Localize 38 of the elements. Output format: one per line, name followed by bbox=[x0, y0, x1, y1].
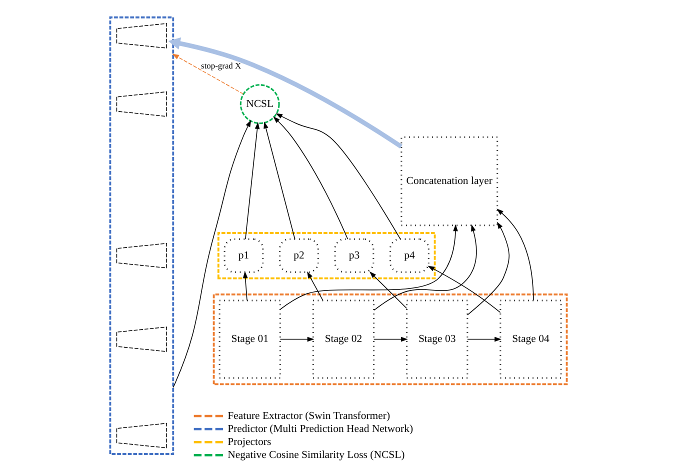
arrow bbox=[242, 271, 248, 301]
node-box: Stage 03 bbox=[406, 300, 468, 379]
node-box: Stage 04 bbox=[499, 300, 562, 379]
arrow bbox=[172, 54, 244, 94]
legend-label: Feature Extractor (Swin Transformer) bbox=[227, 410, 390, 422]
node-box: Stage 01 bbox=[218, 300, 280, 379]
arrow bbox=[306, 271, 323, 301]
arrow bbox=[172, 120, 251, 388]
edge-label: stop-grad X bbox=[200, 60, 241, 71]
arrow bbox=[466, 336, 501, 342]
arrow bbox=[279, 336, 314, 342]
node-box: Stage 02 bbox=[312, 300, 374, 379]
node-box: p1 bbox=[223, 238, 264, 273]
arrow bbox=[168, 37, 402, 149]
arrow bbox=[427, 266, 500, 313]
node-box: p3 bbox=[334, 238, 374, 273]
node-box: Concatenation layer bbox=[400, 136, 498, 226]
arrow bbox=[373, 224, 476, 311]
node-box: p2 bbox=[278, 238, 318, 273]
legend-label: Predictor (Multi Prediction Head Network) bbox=[227, 422, 413, 435]
cluster bbox=[108, 16, 174, 455]
arrow bbox=[279, 224, 458, 310]
node-trapezium bbox=[116, 326, 166, 352]
arrow bbox=[368, 271, 407, 309]
arrow bbox=[272, 116, 348, 240]
arrow bbox=[263, 122, 295, 240]
node-trapezium bbox=[116, 23, 166, 48]
node-trapezium bbox=[116, 91, 166, 117]
arrow bbox=[244, 122, 260, 240]
node-box: p4 bbox=[389, 238, 429, 273]
legend-label: Negative Cosine Similarity Loss (NCSL) bbox=[227, 449, 404, 462]
legend-label: Projectors bbox=[227, 436, 271, 448]
node-trapezium bbox=[116, 422, 166, 448]
arrow bbox=[466, 222, 509, 316]
arrow bbox=[496, 208, 534, 301]
cluster bbox=[212, 293, 568, 386]
node-trapezium bbox=[116, 242, 166, 268]
arrow bbox=[372, 336, 408, 342]
